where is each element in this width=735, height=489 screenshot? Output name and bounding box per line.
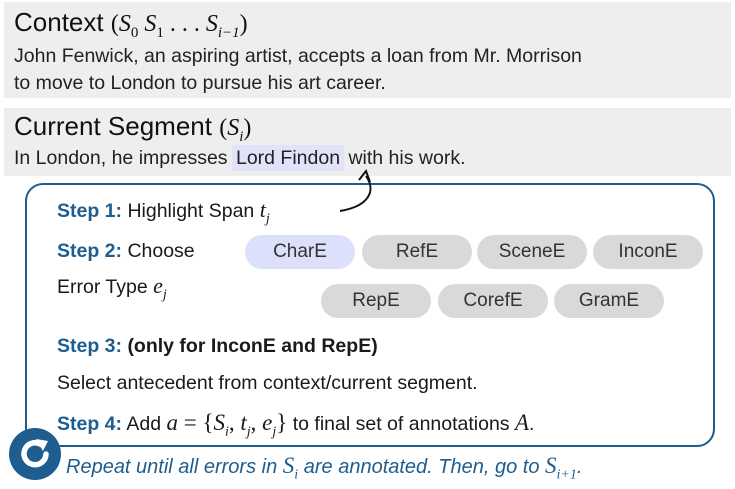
step-3-condition: (only for InconE and RepE) bbox=[127, 335, 378, 357]
step-3-detail: Select antecedent from context/current s… bbox=[57, 372, 478, 394]
step-4-set: A bbox=[514, 410, 530, 435]
step-4-period: . bbox=[529, 413, 535, 435]
step-3: Step 3: (only for InconE and RepE) bbox=[57, 335, 378, 358]
step-4-text-after: to final set of annotations bbox=[287, 413, 510, 435]
context-heading: Context (S0 S1 . . . Si−1) bbox=[14, 7, 248, 42]
repeat-period: . bbox=[576, 456, 583, 478]
chip-grame[interactable]: GramE bbox=[554, 284, 664, 318]
step-2: Step 2: Choose bbox=[57, 240, 195, 263]
segment-notation: (Si) bbox=[219, 115, 252, 145]
context-line-1: John Fenwick, an aspiring artist, accept… bbox=[14, 45, 582, 67]
step-1-var: tj bbox=[259, 197, 270, 227]
step-2-text-2: Error Type bbox=[57, 276, 148, 298]
context-panel: Context (S0 S1 . . . Si−1) John Fenwick,… bbox=[4, 2, 731, 98]
repeat-s-i: Si bbox=[282, 453, 299, 483]
step-1-label: Step 1: bbox=[57, 200, 123, 222]
chip-repe[interactable]: RepE bbox=[321, 284, 431, 318]
segment-text: In London, he impresses Lord Findon with… bbox=[14, 145, 466, 171]
step-1: Step 1: Highlight Span tj bbox=[57, 197, 270, 227]
step-2-var: ej bbox=[153, 273, 167, 303]
step-4-text: Add bbox=[126, 413, 162, 435]
step-2-label: Step 2: bbox=[57, 240, 123, 262]
step-4: Step 4: Add a = {Si, tj, ej} to final se… bbox=[57, 410, 534, 441]
step-4-label: Step 4: bbox=[57, 413, 123, 435]
step-1-text: Highlight Span bbox=[127, 200, 255, 222]
chip-refe[interactable]: RefE bbox=[362, 235, 472, 269]
chip-corefe[interactable]: CorefE bbox=[438, 284, 548, 318]
repeat-instruction: Repeat until all errors in Si are annota… bbox=[66, 453, 582, 484]
context-line-2: to move to London to pursue his art care… bbox=[14, 72, 386, 94]
curved-arrow-icon bbox=[339, 168, 372, 212]
chip-incone[interactable]: InconE bbox=[593, 235, 703, 269]
step-4-formula: a = {Si, tj, ej} bbox=[166, 410, 288, 440]
repeat-text-1: Repeat until all errors in bbox=[66, 456, 278, 478]
segment-heading: Current Segment (Si) bbox=[14, 111, 251, 146]
repeat-text-2: are annotated. Then, go to bbox=[303, 456, 540, 478]
context-title: Context bbox=[14, 7, 104, 37]
chip-scenee[interactable]: SceneE bbox=[477, 235, 587, 269]
step-3-label: Step 3: bbox=[57, 335, 123, 357]
steps-box: Step 1: Highlight Span tj Step 2: Choose… bbox=[25, 183, 715, 447]
segment-title: Current Segment bbox=[14, 111, 212, 141]
step-2-text: Choose bbox=[127, 240, 195, 262]
context-notation: (S0 S1 . . . Si−1) bbox=[110, 11, 248, 41]
highlighted-span[interactable]: Lord Findon bbox=[231, 145, 345, 171]
chip-chare[interactable]: CharE bbox=[245, 235, 355, 269]
step-2-line-2: Error Type ej bbox=[57, 273, 167, 303]
segment-panel: Current Segment (Si) In London, he impre… bbox=[4, 108, 731, 176]
repeat-s-next: Si+1 bbox=[545, 453, 577, 483]
repeat-icon bbox=[9, 428, 61, 480]
